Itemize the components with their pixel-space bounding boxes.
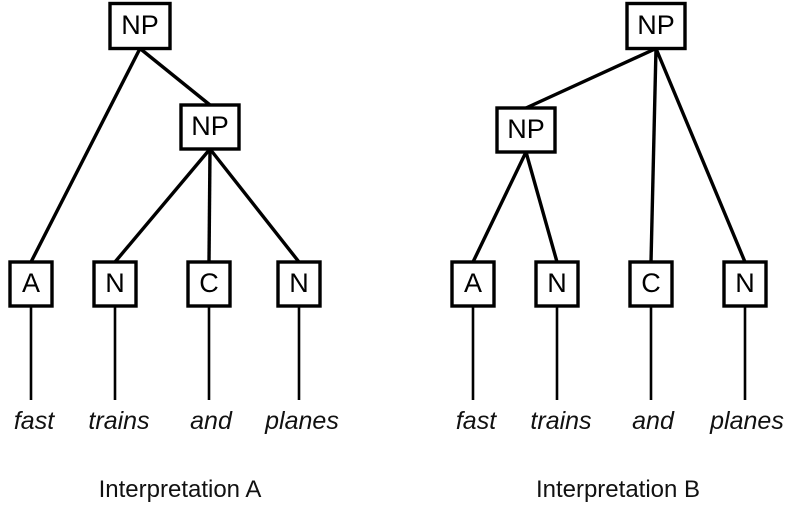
edges-layer — [29, 46, 747, 264]
tree-node-b-conj-c[interactable]: C — [628, 260, 674, 308]
tree-edge-b-edge-root-to-np — [525, 46, 657, 110]
tree-edge-a-edge-root-to-a — [29, 47, 142, 263]
tree-node-a-root-np[interactable]: NP — [108, 1, 172, 51]
tree-node-b-det-a[interactable]: A — [450, 260, 496, 308]
tree-node-b-noun-2[interactable]: N — [722, 260, 768, 308]
caption-layer: Interpretation A Interpretation B — [99, 476, 700, 503]
tree-edge-b-edge-np-to-a — [471, 151, 528, 263]
tree-edge-b-edge-np-to-n1 — [524, 151, 559, 263]
node-box-b-noun-2[interactable] — [722, 260, 768, 308]
node-label-b-noun-1: N — [547, 268, 567, 298]
node-box-b-inner-np[interactable] — [495, 106, 557, 154]
nodes-layer: NP NP A N C N NP NP A N C N — [8, 1, 768, 308]
node-box-a-root-np[interactable] — [108, 1, 172, 51]
caption-interpretation-a: Interpretation A — [99, 476, 262, 503]
node-box-a-noun-1[interactable] — [92, 260, 138, 308]
word-label-b-word-fast: fast — [456, 407, 497, 435]
node-box-a-noun-2[interactable] — [276, 260, 322, 308]
tree-edge-b-edge-root-to-n2 — [654, 47, 747, 263]
tree-node-a-noun-1[interactable]: N — [92, 260, 138, 308]
node-label-b-det-a: A — [464, 268, 482, 298]
tree-edge-a-edge-np-to-n2 — [208, 147, 301, 264]
tree-node-b-root-np[interactable]: NP — [625, 1, 687, 51]
word-label-b-word-trains: trains — [530, 407, 591, 435]
tree-node-a-conj-c[interactable]: C — [186, 260, 232, 308]
word-label-a-word-and: and — [190, 407, 233, 435]
tree-edge-a-edge-np-to-c — [207, 148, 212, 263]
node-box-b-conj-c[interactable] — [628, 260, 674, 308]
tree-node-a-inner-np[interactable]: NP — [179, 103, 241, 151]
node-label-b-conj-c: C — [641, 268, 661, 298]
tree-node-a-det-a[interactable]: A — [8, 260, 54, 308]
tree-node-b-noun-1[interactable]: N — [534, 260, 580, 308]
tree-edge-a-edge-root-to-np — [138, 47, 212, 107]
caption-interpretation-b: Interpretation B — [536, 476, 700, 503]
word-label-a-word-fast: fast — [14, 407, 55, 435]
node-label-a-inner-np: NP — [191, 111, 229, 141]
node-box-a-conj-c[interactable] — [186, 260, 232, 308]
tree-edge-a-edge-np-to-n1 — [113, 147, 212, 264]
node-box-a-inner-np[interactable] — [179, 103, 241, 151]
node-box-b-root-np[interactable] — [625, 1, 687, 51]
node-label-b-noun-2: N — [735, 268, 755, 298]
tree-edge-b-edge-root-to-c — [649, 48, 658, 263]
node-box-b-det-a[interactable] — [450, 260, 496, 308]
word-label-a-word-trains: trains — [88, 407, 149, 435]
word-label-b-word-planes: planes — [709, 407, 784, 435]
node-label-a-root-np: NP — [121, 10, 159, 40]
node-label-a-conj-c: C — [199, 268, 219, 298]
node-label-a-noun-1: N — [105, 268, 125, 298]
word-label-a-word-planes: planes — [264, 407, 339, 435]
word-label-b-word-and: and — [632, 407, 675, 435]
stems-layer — [29, 306, 747, 400]
node-label-b-root-np: NP — [637, 10, 675, 40]
node-label-b-inner-np: NP — [507, 114, 545, 144]
words-layer: fast trains and planes fast trains and planes — [14, 407, 784, 435]
node-label-a-det-a: A — [22, 268, 40, 298]
node-label-a-noun-2: N — [289, 268, 309, 298]
node-box-b-noun-1[interactable] — [534, 260, 580, 308]
tree-node-a-noun-2[interactable]: N — [276, 260, 322, 308]
node-box-a-det-a[interactable] — [8, 260, 54, 308]
tree-node-b-inner-np[interactable]: NP — [495, 106, 557, 154]
